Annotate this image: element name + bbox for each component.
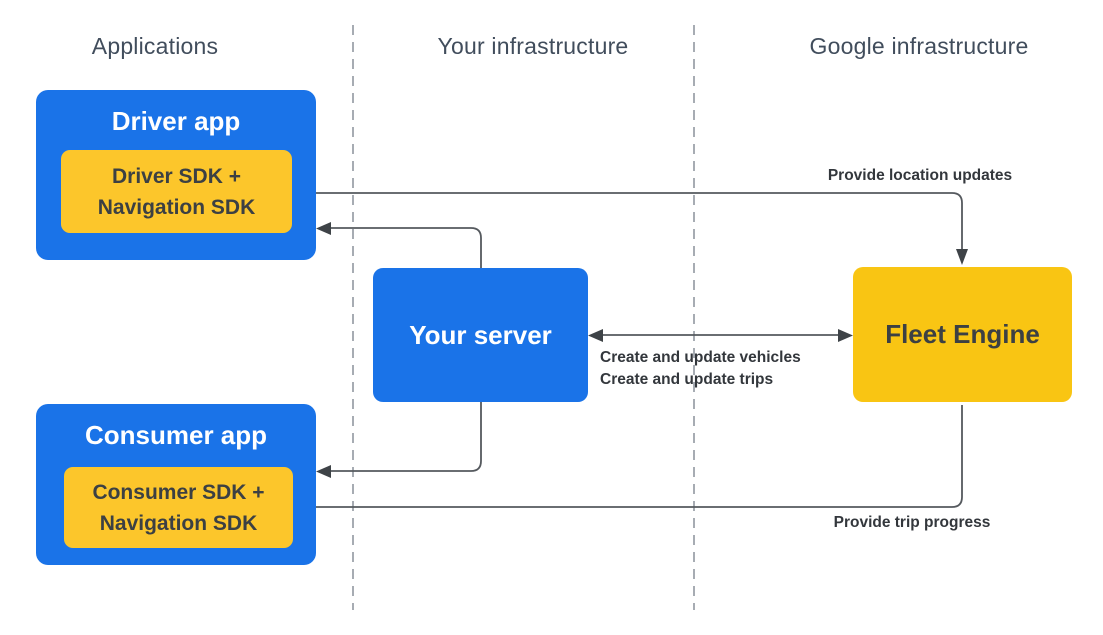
arrow-provide-location-updates	[292, 192, 963, 251]
driver-sdk-label-line2: Navigation SDK	[97, 195, 256, 219]
node-driver-sdk: Driver SDK + Navigation SDK	[61, 150, 292, 233]
edge-label-provide-location-updates: Provide location updates	[827, 167, 1013, 184]
arrowhead-into-your-server	[588, 329, 603, 342]
column-header-your-infrastructure: Your infrastructure	[437, 33, 629, 59]
node-consumer-sdk: Consumer SDK + Navigation SDK	[64, 467, 293, 548]
column-divider-right	[693, 25, 695, 610]
consumer-sdk-label-line1: Consumer SDK +	[92, 480, 265, 504]
your-server-label: Your server	[409, 319, 552, 350]
edge-label-create-update-trips: Create and update trips	[600, 371, 774, 388]
node-your-server: Your server	[373, 268, 588, 402]
driver-app-label: Driver app	[111, 106, 241, 136]
arrowhead-into-driver-app	[316, 222, 331, 235]
driver-sdk-label-line1: Driver SDK +	[112, 164, 241, 188]
column-header-google-infrastructure: Google infrastructure	[809, 33, 1029, 59]
column-header-applications: Applications	[91, 33, 219, 59]
fleet-engine-label: Fleet Engine	[885, 319, 1040, 349]
edge-label-provide-trip-progress: Provide trip progress	[833, 514, 991, 531]
consumer-sdk-label-line2: Navigation SDK	[99, 511, 258, 535]
node-fleet-engine: Fleet Engine	[853, 267, 1072, 402]
column-divider-left	[352, 25, 354, 610]
arrowhead-into-fleet-engine-left	[838, 329, 853, 342]
arrowhead-into-fleet-engine	[956, 249, 968, 265]
consumer-app-label: Consumer app	[84, 420, 268, 450]
edge-label-create-update-vehicles: Create and update vehicles	[600, 349, 801, 366]
arrowhead-into-consumer-app	[316, 465, 331, 478]
arrow-provide-trip-progress	[307, 405, 963, 508]
